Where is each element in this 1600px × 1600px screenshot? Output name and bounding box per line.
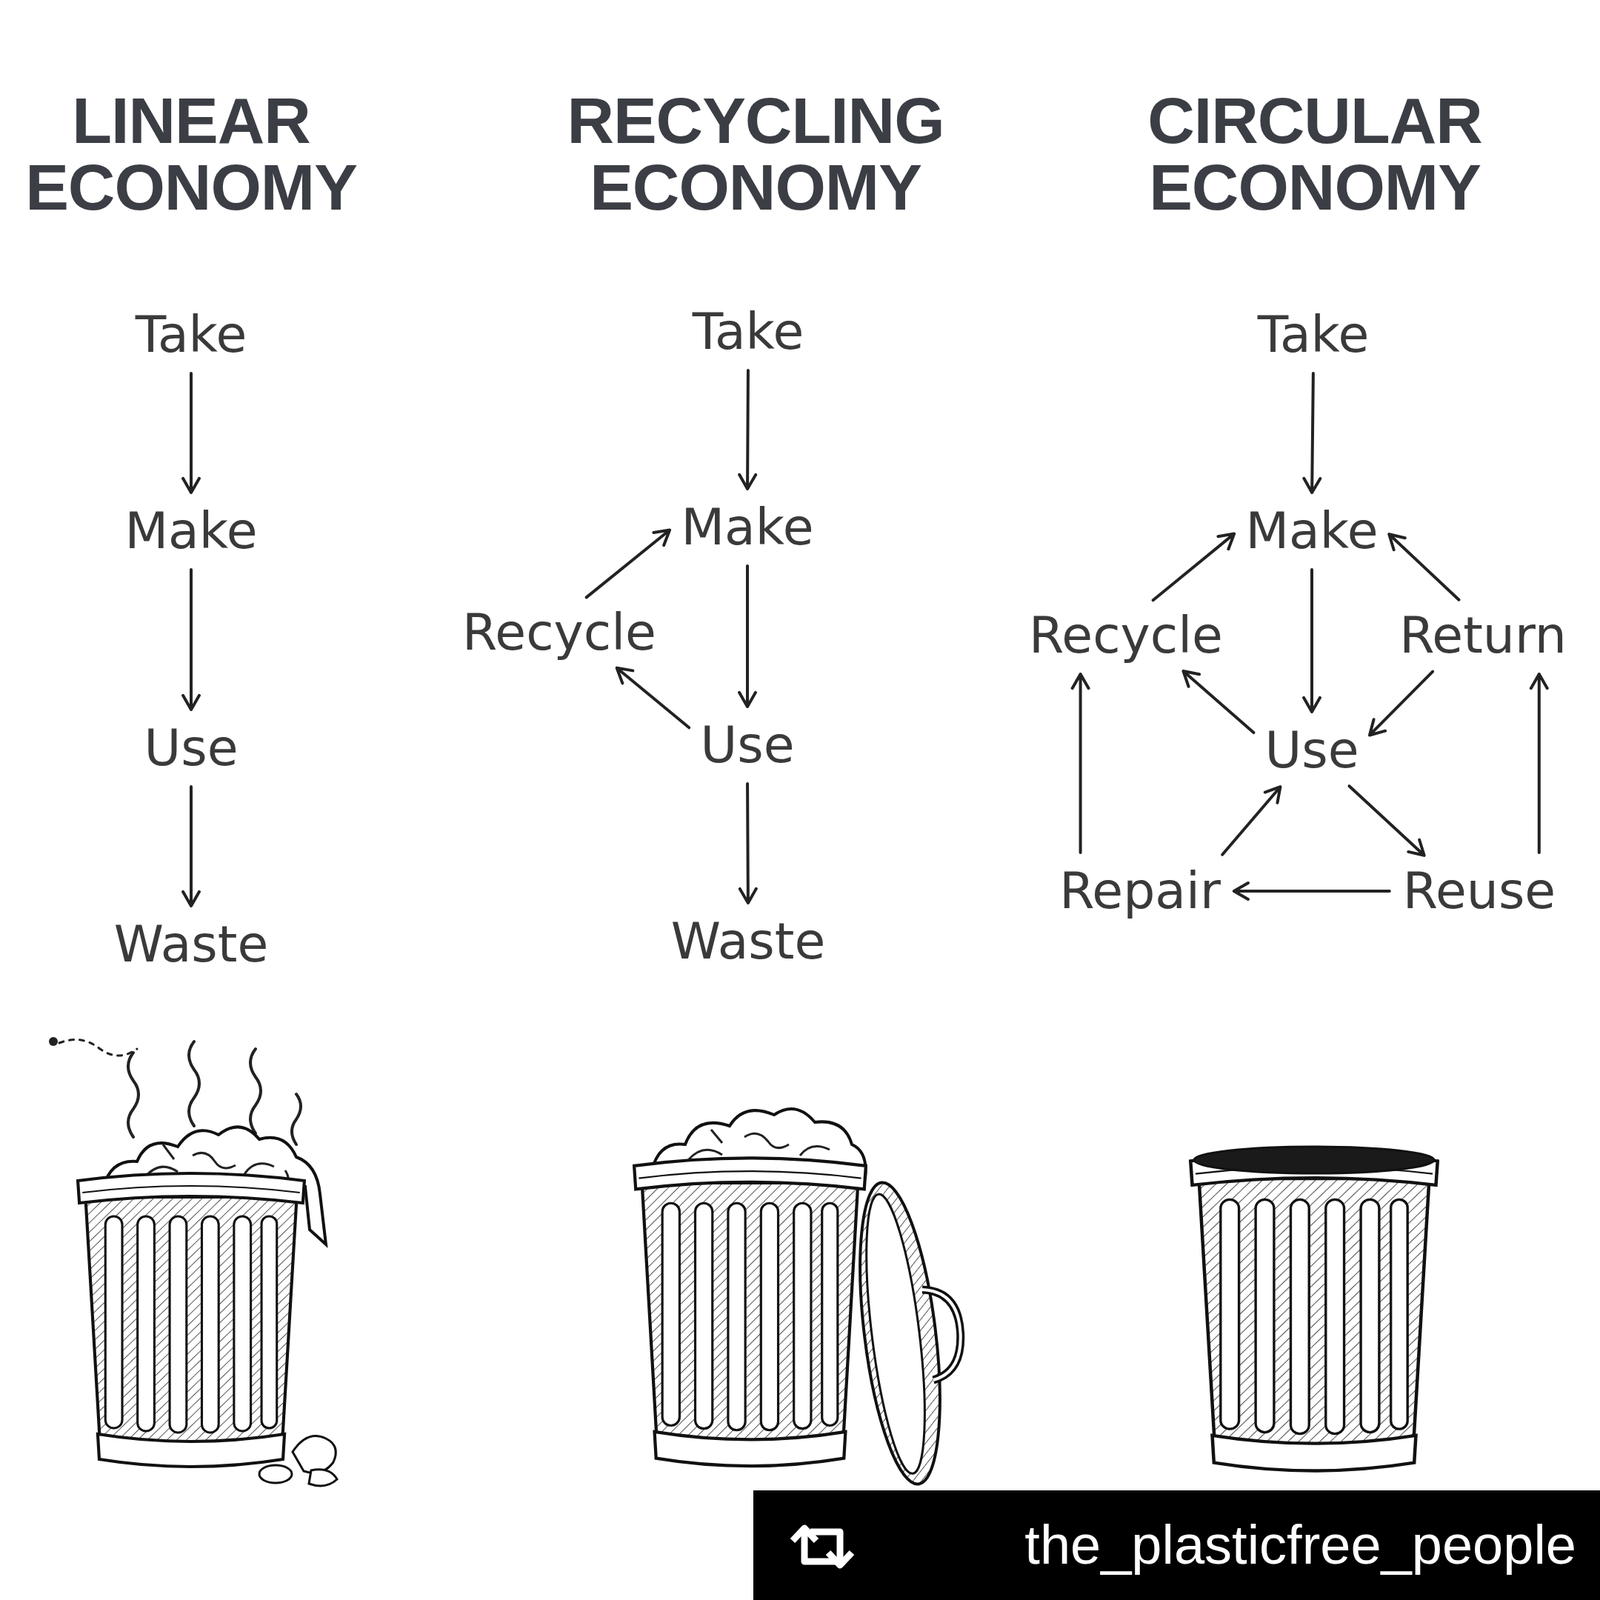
step-node: Repair bbox=[1054, 861, 1226, 921]
flow-arrow bbox=[1153, 534, 1235, 601]
fly bbox=[48, 1037, 58, 1046]
flow-arrow bbox=[617, 668, 690, 729]
step-text: Make bbox=[1245, 502, 1378, 560]
step-text: Take bbox=[135, 306, 248, 363]
flow-arrow bbox=[1369, 671, 1433, 736]
step-text: Waste bbox=[114, 916, 269, 973]
step-node: Use bbox=[139, 718, 243, 778]
flow-arrow bbox=[1303, 569, 1320, 712]
flow-arrow bbox=[182, 373, 200, 493]
step-node: Waste bbox=[109, 914, 273, 975]
flow-arrow bbox=[1531, 674, 1548, 853]
column-heading: RECYCLING ECONOMY bbox=[566, 87, 944, 221]
step-node: Recycle bbox=[457, 602, 661, 663]
flow-arrow bbox=[1222, 786, 1280, 855]
step-text: Reuse bbox=[1402, 862, 1556, 920]
step-text: Waste bbox=[671, 913, 826, 970]
step-text: Take bbox=[1257, 306, 1370, 363]
trash-bin bbox=[77, 1173, 305, 1467]
step-text: Use bbox=[700, 717, 795, 774]
watermark-bar bbox=[753, 1490, 1600, 1600]
step-text: Recycle bbox=[1028, 607, 1223, 664]
flow-arrow bbox=[739, 370, 756, 489]
watermark: the_plasticfree_people bbox=[1024, 1517, 1577, 1573]
step-node: Take bbox=[688, 302, 809, 362]
flow-arrow bbox=[739, 565, 756, 707]
flow-arrow bbox=[1234, 882, 1390, 900]
step-text: Take bbox=[692, 303, 805, 360]
repost-icon bbox=[792, 1528, 852, 1566]
flow-arrow bbox=[182, 569, 200, 710]
step-node: Make bbox=[1240, 501, 1383, 561]
bin-opening bbox=[1194, 1146, 1435, 1174]
step-text: Make bbox=[680, 499, 814, 556]
flow-arrow bbox=[586, 530, 670, 598]
garbage-detail bbox=[688, 1129, 830, 1160]
flow-arrow bbox=[1072, 674, 1089, 853]
column-heading: CIRCULAR ECONOMY bbox=[1147, 87, 1483, 221]
column-heading: LINEAR ECONOMY bbox=[25, 87, 358, 221]
bin-lid bbox=[845, 1175, 978, 1489]
step-node: Reuse bbox=[1398, 861, 1560, 921]
step-node: Use bbox=[695, 715, 799, 775]
step-node: Make bbox=[676, 497, 818, 558]
flow-arrow bbox=[1349, 785, 1425, 856]
step-node: Take bbox=[1253, 305, 1375, 365]
flow-arrow bbox=[1388, 534, 1459, 600]
step-text: Repair bbox=[1059, 862, 1221, 920]
trash-bin bbox=[634, 1157, 866, 1466]
step-text: Recycle bbox=[462, 604, 657, 661]
stink-lines bbox=[59, 1040, 301, 1146]
step-node: Make bbox=[120, 501, 262, 561]
flow-arrow bbox=[1182, 671, 1254, 733]
flow-arrow bbox=[182, 786, 200, 906]
spilled-garbage bbox=[259, 1436, 338, 1486]
step-node: Waste bbox=[666, 911, 830, 972]
step-text: Use bbox=[1264, 722, 1359, 779]
flow-arrow bbox=[1303, 373, 1320, 493]
step-node: Return bbox=[1394, 605, 1572, 666]
step-node: Use bbox=[1260, 720, 1363, 780]
step-node: Take bbox=[131, 305, 252, 365]
step-text: Return bbox=[1399, 607, 1567, 664]
trash-bin bbox=[1190, 1153, 1438, 1472]
step-text: Make bbox=[124, 502, 258, 560]
step-node: Recycle bbox=[1024, 605, 1228, 666]
step-text: Use bbox=[143, 720, 238, 777]
flow-arrow bbox=[740, 783, 757, 903]
